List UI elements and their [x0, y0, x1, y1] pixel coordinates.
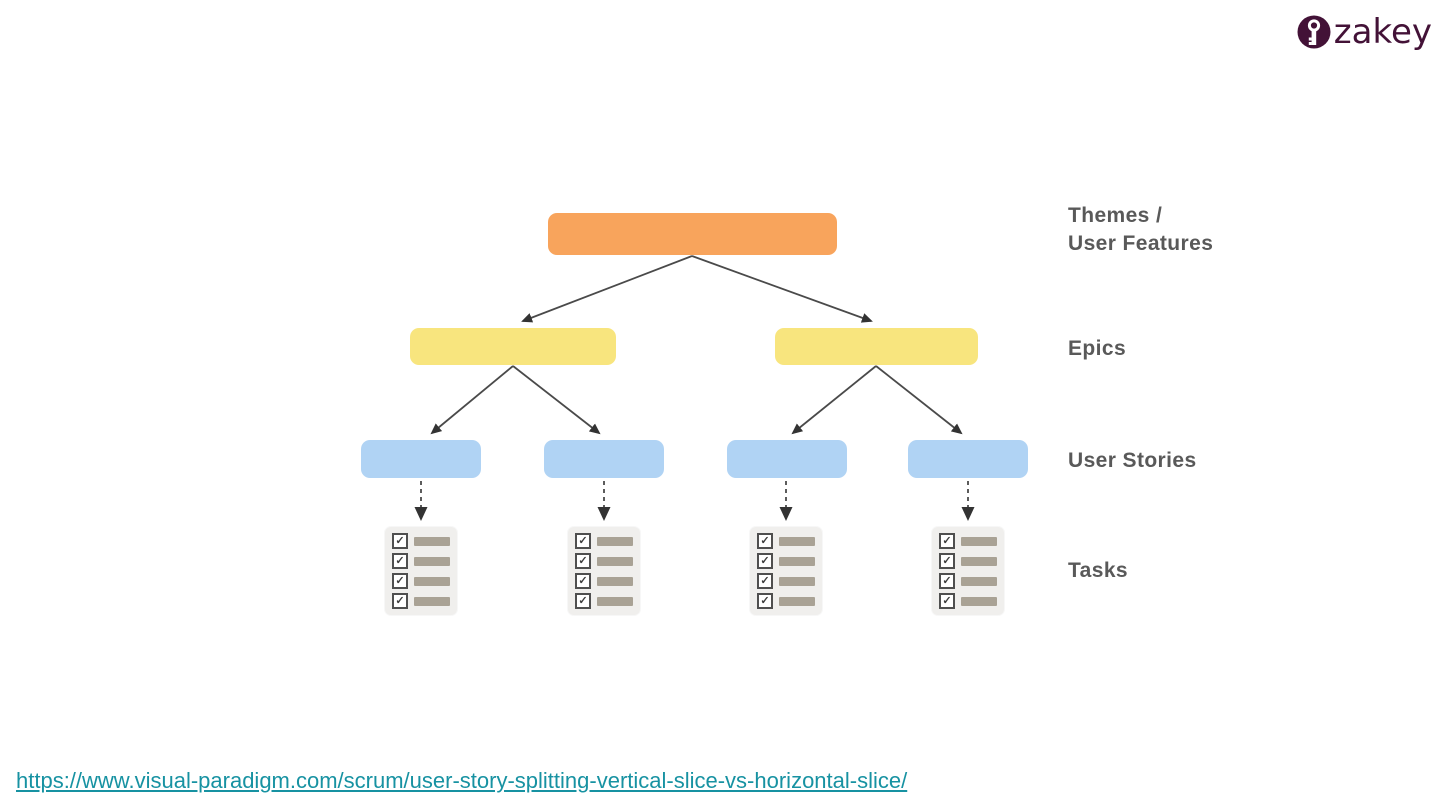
level-label-epics: Epics [1068, 337, 1127, 360]
checkbox-checked-icon: ✓ [757, 593, 773, 609]
task-text-bar [597, 536, 633, 546]
task-row: ✓ [757, 573, 815, 589]
logo-text: zakey [1333, 12, 1432, 52]
task-row: ✓ [575, 533, 633, 549]
level-label-themes-line1: Themes / [1068, 204, 1163, 227]
checkbox-checked-icon: ✓ [392, 573, 408, 589]
task-text-bar [779, 596, 815, 606]
level-label-user-stories: User Stories [1068, 449, 1197, 472]
task-row: ✓ [392, 593, 450, 609]
task-row: ✓ [575, 573, 633, 589]
logo: zakey [1296, 14, 1432, 50]
checkbox-checked-icon: ✓ [392, 553, 408, 569]
checkbox-checked-icon: ✓ [757, 533, 773, 549]
checkbox-checked-icon: ✓ [392, 533, 408, 549]
checkbox-checked-icon: ✓ [392, 593, 408, 609]
key-icon [1296, 14, 1332, 50]
task-row: ✓ [939, 533, 997, 549]
checkbox-checked-icon: ✓ [939, 533, 955, 549]
task-text-bar [597, 576, 633, 586]
task-row: ✓ [392, 553, 450, 569]
checkbox-checked-icon: ✓ [939, 553, 955, 569]
task-text-bar [961, 576, 997, 586]
task-card: ✓ ✓ ✓ ✓ [750, 527, 822, 615]
task-row: ✓ [392, 533, 450, 549]
task-row: ✓ [575, 553, 633, 569]
checkbox-checked-icon: ✓ [575, 573, 591, 589]
task-text-bar [961, 536, 997, 546]
task-row: ✓ [757, 533, 815, 549]
task-text-bar [597, 596, 633, 606]
source-url-link[interactable]: https://www.visual-paradigm.com/scrum/us… [16, 768, 908, 793]
checkbox-checked-icon: ✓ [575, 593, 591, 609]
task-text-bar [597, 556, 633, 566]
checkbox-checked-icon: ✓ [575, 553, 591, 569]
user-story-box-3 [727, 440, 847, 478]
task-card: ✓ ✓ ✓ ✓ [932, 527, 1004, 615]
level-label-tasks: Tasks [1068, 559, 1128, 582]
user-story-box-4 [908, 440, 1028, 478]
level-label-themes-line2: User Features [1068, 232, 1214, 255]
task-row: ✓ [392, 573, 450, 589]
task-text-bar [961, 596, 997, 606]
checkbox-checked-icon: ✓ [939, 573, 955, 589]
themes-box [548, 213, 837, 255]
task-row: ✓ [939, 553, 997, 569]
checkbox-checked-icon: ✓ [757, 553, 773, 569]
task-row: ✓ [757, 593, 815, 609]
user-story-box-2 [544, 440, 664, 478]
epic-box-1 [410, 328, 616, 365]
checkbox-checked-icon: ✓ [575, 533, 591, 549]
task-text-bar [414, 596, 450, 606]
task-text-bar [779, 556, 815, 566]
task-card: ✓ ✓ ✓ ✓ [568, 527, 640, 615]
task-text-bar [414, 556, 450, 566]
task-row: ✓ [939, 593, 997, 609]
task-text-bar [779, 536, 815, 546]
task-row: ✓ [575, 593, 633, 609]
task-card: ✓ ✓ ✓ ✓ [385, 527, 457, 615]
checkbox-checked-icon: ✓ [757, 573, 773, 589]
task-text-bar [414, 576, 450, 586]
task-row: ✓ [757, 553, 815, 569]
level-label-themes: Themes / User Features [1068, 202, 1213, 258]
task-row: ✓ [939, 573, 997, 589]
task-text-bar [961, 556, 997, 566]
task-text-bar [414, 536, 450, 546]
checkbox-checked-icon: ✓ [939, 593, 955, 609]
user-story-box-1 [361, 440, 481, 478]
task-text-bar [779, 576, 815, 586]
epic-box-2 [775, 328, 978, 365]
